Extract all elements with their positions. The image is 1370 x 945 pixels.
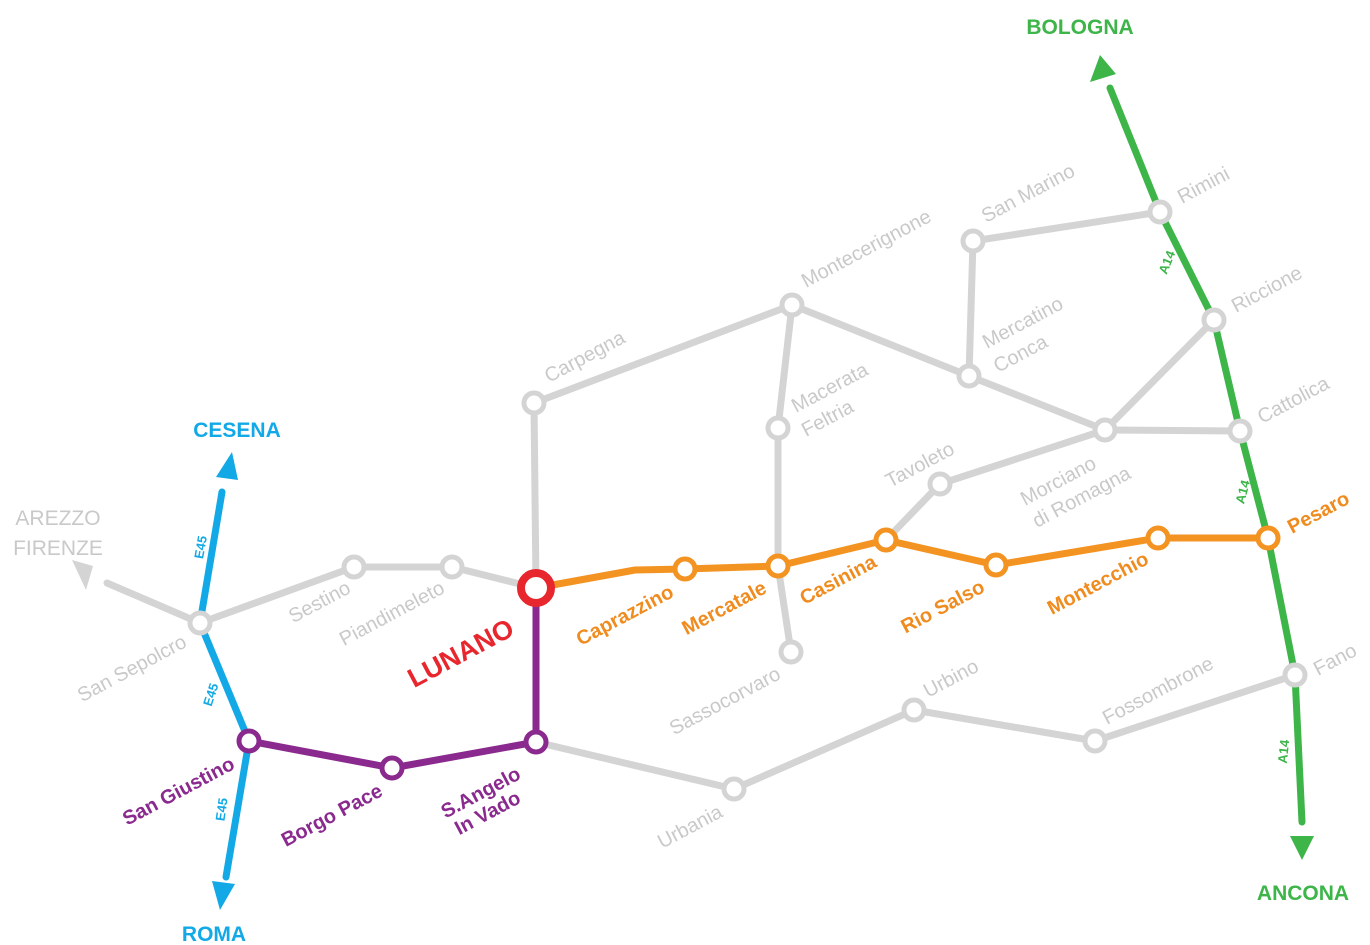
label-sassocorvaro: Sassocorvaro: [666, 663, 784, 740]
label-urbino: Urbino: [920, 655, 982, 702]
label-urbania: Urbania: [654, 801, 727, 854]
station-mercatale: [765, 553, 791, 579]
label-cattolica: Cattolica: [1254, 372, 1334, 428]
label-arezzo: AREZZO: [15, 507, 100, 530]
road-sanmarino-mercatino: [965, 237, 977, 380]
road-morciano-riccione: [1101, 316, 1218, 434]
gray-stations: [187, 199, 1308, 802]
label-ancona: ANCONA: [1257, 882, 1349, 905]
e45-line: [196, 488, 253, 881]
orange-stations: [672, 525, 1281, 582]
road-sanmarino-rimini: [969, 208, 1164, 245]
label-caprazzino: Caprazzino: [573, 581, 678, 651]
road-morciano-tavoleto: [936, 426, 1109, 488]
station-casinina: [873, 527, 899, 553]
label-e45-south: E45: [213, 797, 231, 822]
orange-line: [532, 534, 1272, 592]
station-sestino: [341, 554, 367, 580]
label-montecerignone: Montecerignone: [798, 206, 935, 293]
label-cesena: CESENA: [193, 419, 281, 442]
station-urbino: [901, 697, 927, 723]
label-rio-salso: Rio Salso: [898, 576, 989, 638]
station-riccione: [1201, 307, 1227, 333]
station-caprazzino: [672, 556, 698, 582]
station-macerata-feltria: [765, 415, 791, 441]
road-sansepolcro-arezzo: [103, 579, 204, 627]
station-san-sepolcro: [187, 610, 213, 636]
road-mercatale-sassocorvaro: [774, 562, 795, 656]
label-bologna: BOLOGNA: [1026, 16, 1133, 39]
label-san-sepolcro: San Sepolcro: [74, 631, 190, 707]
station-borgo-pace: [379, 755, 405, 781]
label-fano: Fano: [1310, 640, 1361, 681]
label-borgo-pace: Borgo Pace: [278, 780, 386, 852]
label-e45-north: E45: [191, 535, 210, 560]
road-mercatino-morciano: [965, 372, 1109, 434]
road-lunano-carpegna: [530, 399, 540, 592]
road-sangelo-fano: [532, 671, 1299, 793]
station-sassocorvaro: [778, 639, 804, 665]
label-a14-south: A14: [1275, 738, 1292, 764]
label-mercatale: Mercatale: [679, 577, 771, 640]
station-morciano: [1092, 417, 1118, 443]
label-montecchio: Montecchio: [1044, 548, 1152, 620]
road-montecerignone-mercatino: [788, 301, 973, 380]
station-rio-salso: [983, 552, 1009, 578]
road-morciano-cattolica: [1101, 426, 1244, 435]
highway-e45: [196, 452, 253, 910]
station-carpegna: [521, 390, 547, 416]
station-montecerignone: [779, 292, 805, 318]
label-piandimeleto: Piandimeleto: [336, 577, 448, 651]
label-e45-middle: E45: [200, 681, 221, 708]
station-cattolica: [1227, 418, 1253, 444]
road-carpegna-montecerignone: [530, 301, 796, 407]
label-riccione: Riccione: [1228, 262, 1306, 317]
arrow-up-icon: [1090, 55, 1116, 82]
station-rimini: [1147, 199, 1173, 225]
label-carpegna: Carpegna: [541, 326, 630, 387]
station-pesaro: [1255, 525, 1281, 551]
arrow-left-icon: [72, 560, 93, 590]
label-a14-north: A14: [1155, 248, 1178, 276]
station-urbania: [721, 776, 747, 802]
label-pesaro: Pesaro: [1284, 488, 1353, 539]
station-lunano: [517, 569, 555, 607]
station-mercatino-conca: [956, 363, 982, 389]
road-sansepolcro-lunano: [196, 563, 540, 627]
station-san-giustino: [236, 728, 262, 754]
purple-stations: [236, 728, 549, 781]
purple-line: [245, 584, 540, 772]
label-san-marino: San Marino: [978, 160, 1079, 227]
label-firenze: FIRENZE: [13, 537, 103, 560]
label-rimini: Rimini: [1174, 163, 1233, 209]
road-tavoleto-casinina: [882, 480, 944, 544]
station-piandimeleto: [439, 554, 465, 580]
road-montecerignone-macerata: [774, 301, 796, 432]
station-fano: [1282, 662, 1308, 688]
station-fossombrone: [1082, 728, 1108, 754]
station-montecchio: [1145, 525, 1171, 551]
label-lunano: LUNANO: [403, 613, 519, 694]
arrow-down-icon: [212, 881, 235, 910]
arrow-up-icon: [216, 452, 238, 480]
arrow-down-icon: [1290, 836, 1314, 860]
station-sangelo-in-vado: [523, 729, 549, 755]
label-a14-middle: A14: [1232, 478, 1253, 506]
label-roma: ROMA: [182, 923, 246, 945]
station-san-marino: [960, 228, 986, 254]
station-tavoleto: [927, 471, 953, 497]
